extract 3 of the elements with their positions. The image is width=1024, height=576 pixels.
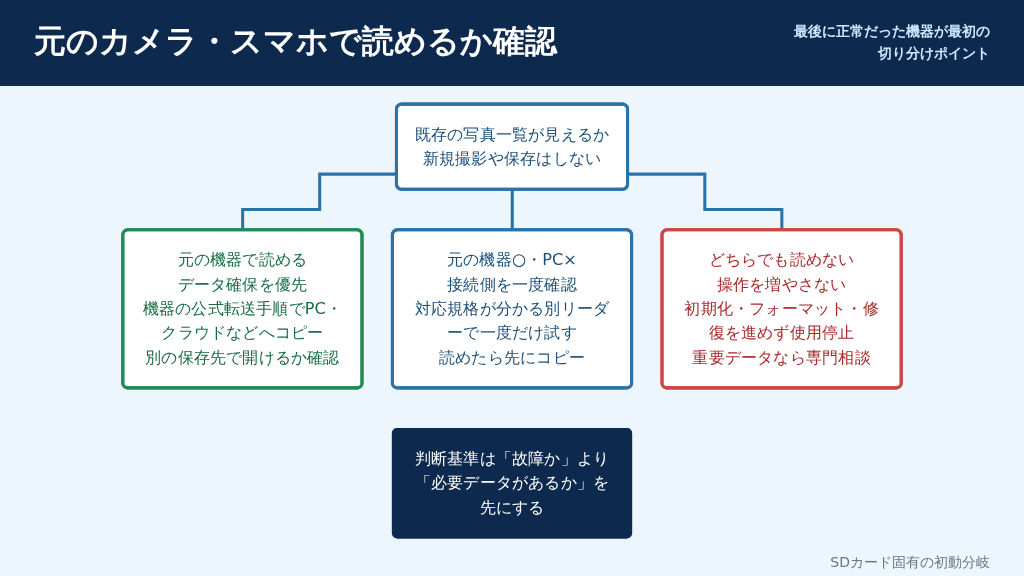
- note: 最後に正常だった機器が最初の切り分けポイント: [793, 22, 990, 63]
- caption: SDカード固有の初動分岐: [830, 554, 990, 572]
- title: 元のカメラ・スマホで読めるか確認: [34, 21, 557, 62]
